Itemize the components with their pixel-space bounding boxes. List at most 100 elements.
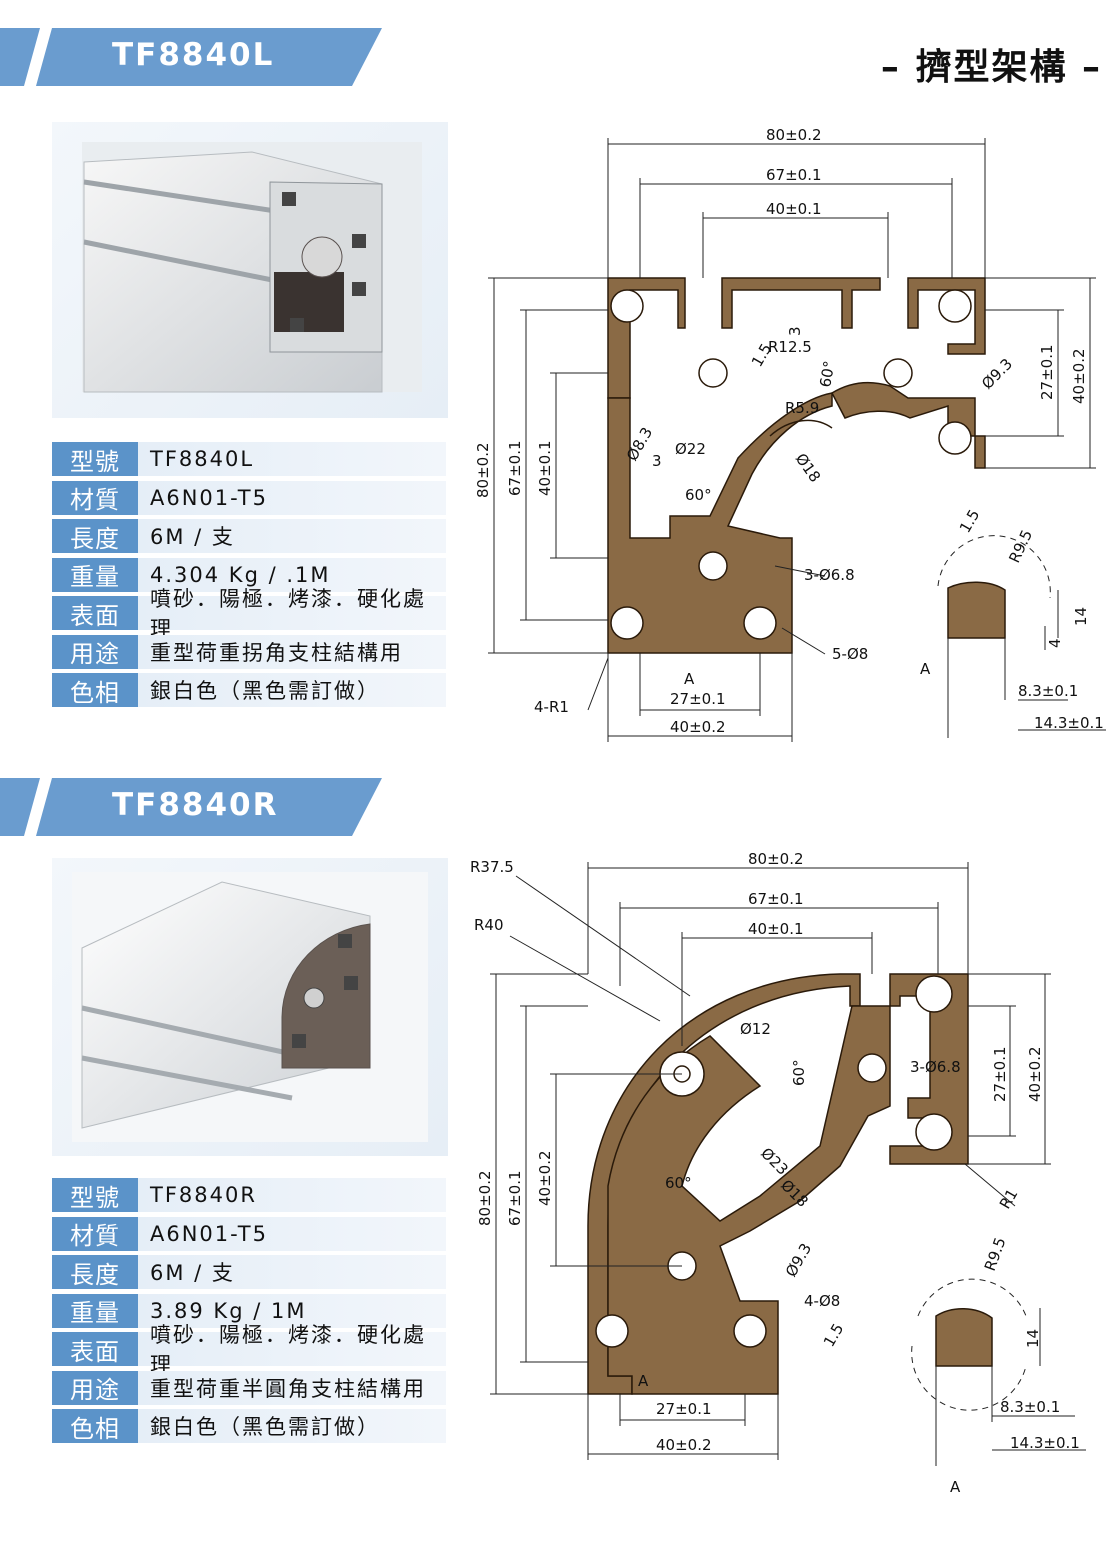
spec-label: 表面 — [52, 1332, 138, 1367]
dim-label: A — [920, 660, 931, 678]
dim-label: A — [684, 670, 695, 688]
spec-value: 噴砂．陽極．烤漆．硬化處理 — [138, 1323, 446, 1377]
dim-label: R9.5 — [981, 1235, 1010, 1273]
dim-label: 60° — [816, 359, 838, 388]
dim-label: 4-R1 — [534, 698, 569, 716]
dim-label: Ø9.3 — [782, 1240, 815, 1280]
spec-value: 銀白色（黑色需訂做） — [138, 1409, 446, 1444]
spec-label: 型號 — [52, 442, 138, 477]
dim-label: 14 — [1024, 1329, 1042, 1348]
spec-value: 噴砂．陽極．烤漆．硬化處理 — [138, 587, 446, 641]
spec-label: 型號 — [52, 1178, 138, 1213]
dimension-labels: 80±0.2 67±0.1 40±0.1 80±0.2 67±0.1 40±0.… — [474, 126, 1104, 736]
dim-label: 1.5 — [820, 1320, 848, 1350]
spec-value: 銀白色（黑色需訂做） — [138, 673, 446, 708]
dim-label: 27±0.1 — [656, 1400, 712, 1418]
dim-label: Ø18 — [792, 450, 824, 486]
technical-drawing-tf8840l: 80±0.2 67±0.1 40±0.1 80±0.2 67±0.1 40±0.… — [470, 118, 1110, 752]
dim-label: A — [638, 1372, 649, 1390]
dimension-lines — [488, 138, 1096, 742]
spec-value: 4.304 Kg / .1M — [138, 557, 446, 592]
dim-label: 5-Ø8 — [832, 645, 868, 663]
dim-label: 80±0.2 — [474, 442, 492, 498]
dim-label: 67±0.1 — [506, 440, 524, 496]
section-a-detail — [911, 1278, 1086, 1466]
dim-label: R5.9 — [785, 399, 819, 417]
product-photo-tf8840r — [52, 858, 448, 1156]
banner-shape — [0, 28, 382, 86]
dimension-lines — [490, 862, 1051, 1460]
spec-row-color: 色相銀白色（黑色需訂做） — [52, 1407, 446, 1446]
spec-value: A6N01-T5 — [138, 1216, 446, 1251]
dim-label: 14.3±0.1 — [1010, 1434, 1080, 1452]
spec-value: 重型荷重半圓角支柱結構用 — [138, 1370, 446, 1405]
dim-label: 14 — [1072, 607, 1090, 626]
catalog-category-title: – 擠型架構 – — [880, 47, 1102, 88]
dim-label: R12.5 — [768, 338, 812, 356]
dim-label: 3-Ø6.8 — [804, 566, 855, 584]
dim-label: 27±0.1 — [1038, 344, 1056, 400]
dim-label: 80±0.2 — [476, 1170, 494, 1226]
spec-label: 色相 — [52, 673, 138, 708]
spec-value: 6M / 支 — [138, 519, 446, 554]
dim-label: 40±0.1 — [536, 440, 554, 496]
spec-label: 用途 — [52, 634, 138, 669]
drawing-svg: 80±0.2 67±0.1 40±0.1 80±0.2 67±0.1 40±0.… — [474, 126, 1106, 742]
dim-label: R1 — [996, 1186, 1022, 1212]
dim-label: 60° — [790, 1059, 808, 1086]
dim-label: 60° — [685, 486, 712, 504]
spec-row-usage: 用途重型荷重半圓角支柱結構用 — [52, 1369, 446, 1408]
technical-drawing-tf8840r: R37.5 R40 80±0.2 67±0.1 40±0.1 Ø12 60° 3… — [460, 846, 1110, 1530]
spec-value: A6N01-T5 — [138, 480, 446, 515]
dim-label: 1.5 — [956, 506, 984, 536]
dim-label: 8.3±0.1 — [1000, 1398, 1060, 1416]
dim-label: R37.5 — [470, 858, 514, 876]
dim-label: A — [950, 1478, 961, 1496]
dim-label: 80±0.2 — [748, 850, 804, 868]
product-banner-tf8840l: TF8840L — [0, 28, 390, 86]
product-photo-tf8840l — [52, 122, 448, 418]
spec-label: 重量 — [52, 557, 138, 592]
dim-label: 67±0.1 — [748, 890, 804, 908]
spec-label: 材質 — [52, 1216, 138, 1251]
banner-shape — [0, 778, 382, 836]
dim-label: Ø12 — [740, 1020, 771, 1038]
profile-cross-section — [607, 277, 986, 654]
dim-label: Ø9.3 — [978, 355, 1016, 393]
dim-label: 40±0.2 — [536, 1150, 554, 1206]
spec-row-usage: 用途重型荷重拐角支柱結構用 — [52, 633, 446, 672]
spec-value: 3.89 Kg / 1M — [138, 1293, 446, 1328]
dim-label: Ø22 — [675, 440, 706, 458]
dim-label: 67±0.1 — [506, 1170, 524, 1226]
spec-value: TF8840R — [138, 1178, 446, 1213]
spec-value: 重型荷重拐角支柱結構用 — [138, 634, 446, 669]
dim-label: 8.3±0.1 — [1018, 682, 1078, 700]
spec-value: TF8840L — [138, 442, 446, 477]
dim-label: 40±0.2 — [656, 1436, 712, 1454]
spec-label: 色相 — [52, 1409, 138, 1444]
dim-label: 27±0.1 — [670, 690, 726, 708]
dim-label: R40 — [474, 916, 504, 934]
profile-cross-section — [587, 973, 969, 1395]
spec-value: 6M / 支 — [138, 1255, 446, 1290]
product-model-title: TF8840R — [112, 787, 279, 823]
spec-label: 材質 — [52, 480, 138, 515]
dim-label: 60° — [665, 1174, 692, 1192]
extrusion-photo-illustration — [72, 872, 428, 1142]
product-banner-tf8840r: TF8840R — [0, 778, 390, 836]
spec-row-surface: 表面噴砂．陽極．烤漆．硬化處理 — [52, 587, 446, 641]
dim-label: 40±0.2 — [1026, 1046, 1044, 1102]
spec-row-surface: 表面噴砂．陽極．烤漆．硬化處理 — [52, 1323, 446, 1377]
dim-label: 40±0.1 — [748, 920, 804, 938]
dim-label: 40±0.2 — [1070, 348, 1088, 404]
dim-label: 3 — [786, 326, 804, 336]
drawing-svg: R37.5 R40 80±0.2 67±0.1 40±0.1 Ø12 60° 3… — [470, 850, 1086, 1496]
